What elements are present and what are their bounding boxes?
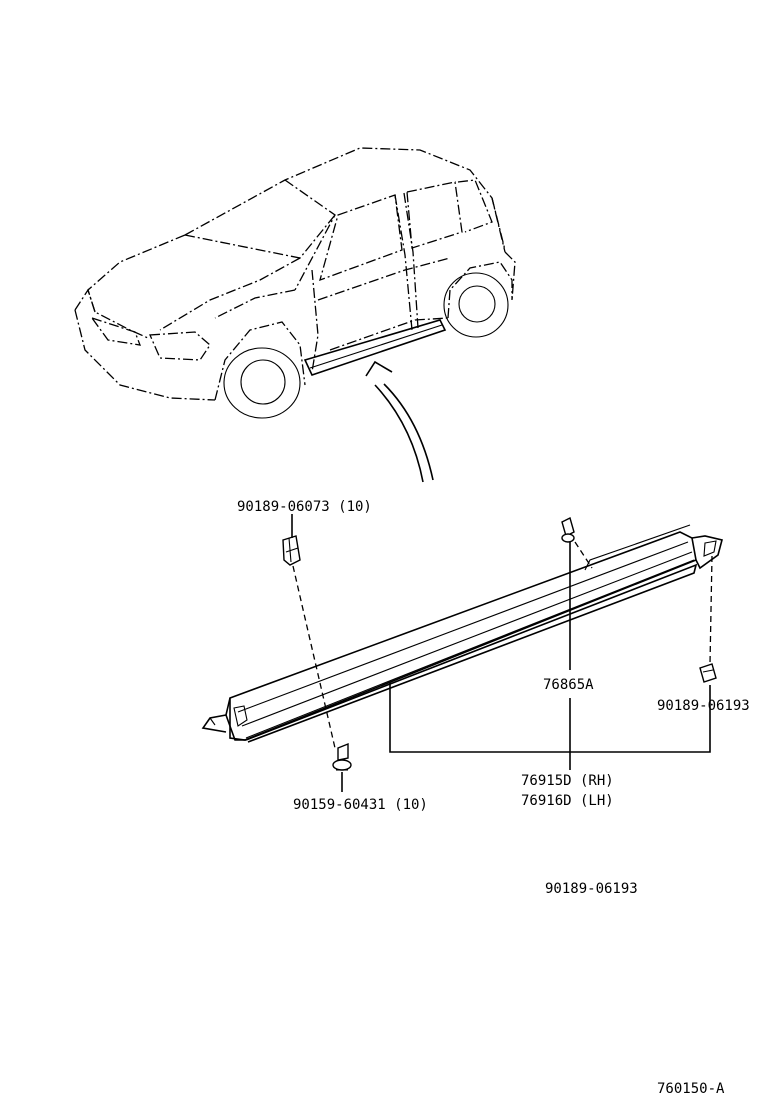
clip-upper-icon xyxy=(282,535,301,566)
molding-clip-icon xyxy=(561,516,575,543)
label-extra-part: 90189-06193 xyxy=(545,881,638,897)
label-moulding-rh: 76915D (RH) xyxy=(521,773,614,789)
label-clip-lower: 90159-60431 (10) xyxy=(293,797,428,813)
leader-clip-right xyxy=(709,555,713,665)
diagram-code: 760150-A xyxy=(657,1081,725,1097)
label-moulding-lh: 76916D (LH) xyxy=(521,793,614,809)
leader-molding-clip-dashed xyxy=(574,541,593,569)
callout-bracket xyxy=(389,682,711,770)
leader-clip-upper xyxy=(292,565,336,749)
pointer-arrow xyxy=(365,360,434,483)
clip-right-icon xyxy=(699,663,717,683)
car-illustration xyxy=(74,147,516,419)
side-moulding xyxy=(201,524,723,743)
clip-lower-icon xyxy=(332,742,352,771)
label-molding-clip: 76865A xyxy=(543,677,594,693)
label-clip-upper: 90189-06073 (10) xyxy=(237,499,372,515)
label-clip-right: 90189-06193 xyxy=(657,698,750,714)
